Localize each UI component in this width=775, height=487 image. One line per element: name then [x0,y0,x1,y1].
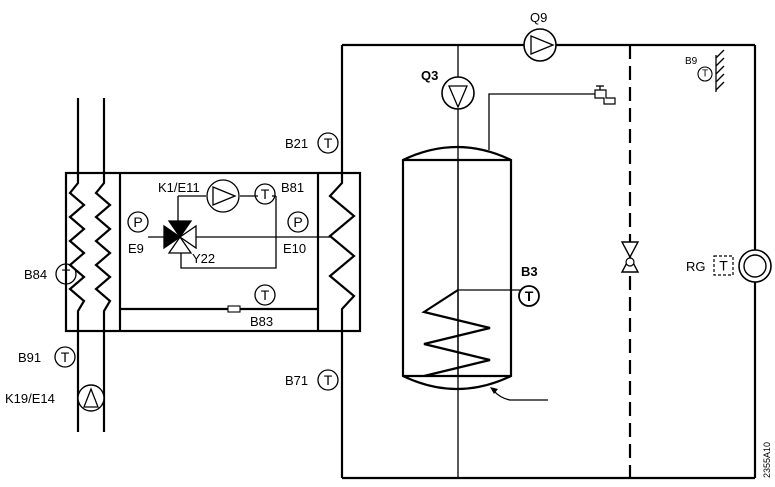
pump-q9 [523,28,557,62]
svg-text:T: T [525,288,534,304]
label-rg: RG [686,259,706,274]
temp-sensor-b21: T [317,132,339,154]
pump-q3 [441,76,475,110]
temp-sensor-b91: T [54,346,76,368]
svg-text:T: T [261,186,270,202]
main-circuit [340,43,757,480]
svg-text:T: T [324,135,333,151]
label-k1-e11: K1/E11 [158,180,200,195]
temp-sensor-b71: T [317,369,339,391]
svg-text:P: P [293,214,302,230]
storage-tank [401,146,525,390]
temp-sensor-b81: T [254,183,276,205]
temp-sensor-b84: T [55,263,77,285]
mixing-valve-y22 [163,220,197,254]
label-b83: B83 [250,314,273,329]
b83-sensor-assembly: T [227,284,276,313]
drawing-code: 2355A10 [762,442,772,478]
module-box [64,171,362,333]
label-b9: B9 [685,56,698,67]
label-k19-e14: K19/E14 [5,391,55,406]
primary-circuit [148,195,331,269]
pressure-sensor-e10: P [287,211,309,233]
pressure-sensor-e9: P [127,211,149,233]
pump-k1-e11 [206,179,240,213]
left-pipes [68,98,112,432]
svg-text:T: T [261,287,270,303]
label-b3: B3 [521,264,538,279]
label-e9: E9 [128,241,144,256]
hot-water-tap [488,85,616,150]
label-y22: Y22 [192,251,215,266]
svg-text:T: T [61,349,70,365]
cold-water-inlet [490,387,548,401]
label-b91: B91 [18,350,41,365]
label-b84: B84 [24,267,47,282]
label-q3: Q3 [421,68,438,83]
outdoor-sensor-b9: T [697,49,725,92]
label-e10: E10 [283,241,306,256]
label-b21: B21 [285,136,308,151]
label-q9: Q9 [530,10,547,25]
svg-text:P: P [133,214,142,230]
bypass-valve [620,241,640,273]
svg-text:T: T [702,69,708,80]
svg-text:T: T [62,266,71,282]
svg-text:T: T [324,372,333,388]
pump-k19-e14 [77,384,105,412]
heat-exchanger-coil [328,150,356,352]
svg-text:T: T [719,258,728,274]
temp-sensor-b3: T [518,285,540,307]
label-b81: B81 [281,180,304,195]
label-b71: B71 [285,373,308,388]
room-unit-rg: T [713,249,772,283]
